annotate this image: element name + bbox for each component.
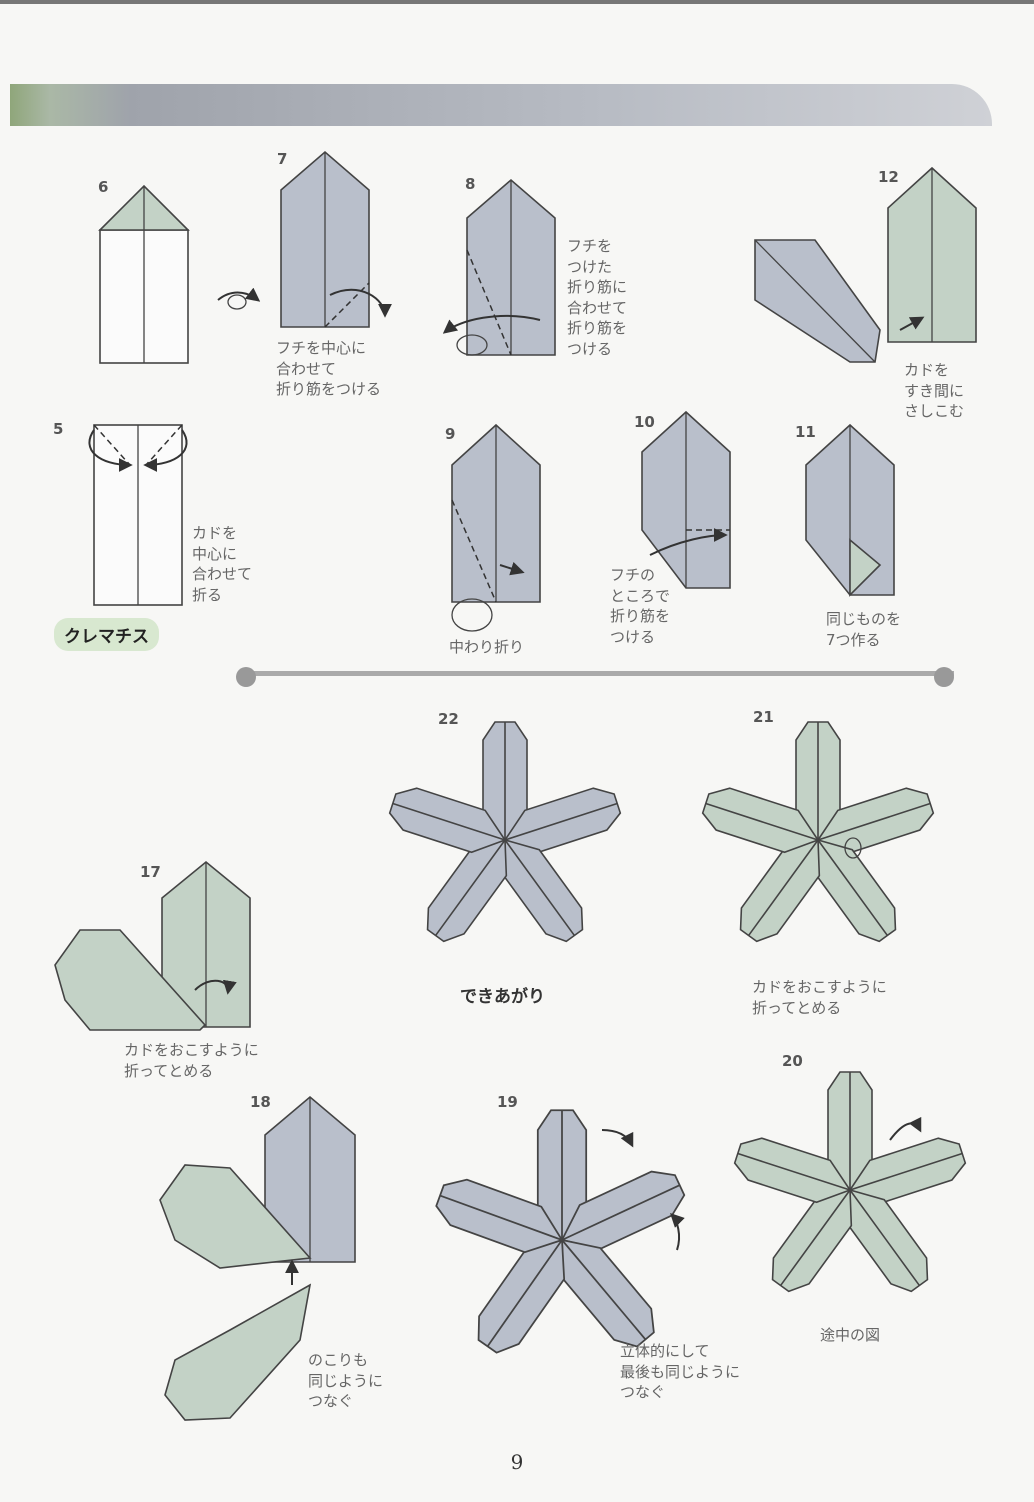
flower19-figure bbox=[432, 1110, 690, 1360]
step-number: 20 bbox=[782, 1052, 803, 1070]
step-number: 8 bbox=[465, 175, 475, 193]
step17-figure bbox=[55, 862, 250, 1030]
section-divider bbox=[238, 671, 954, 676]
instruction-note: 中わり折り bbox=[449, 637, 524, 658]
instruction-note: のこりも 同じように つなぐ bbox=[308, 1350, 383, 1412]
step-number: 19 bbox=[497, 1093, 518, 1111]
step7-figure bbox=[281, 152, 385, 327]
step5-figure bbox=[89, 425, 186, 605]
instruction-note: 途中の図 bbox=[820, 1325, 880, 1346]
section-tag: クレマチス bbox=[54, 618, 159, 651]
step8-figure bbox=[445, 180, 555, 355]
step-number: 7 bbox=[277, 150, 287, 168]
step-number: 18 bbox=[250, 1093, 271, 1111]
instruction-note: フチの ところで 折り筋を つける bbox=[610, 565, 670, 647]
step-number: 12 bbox=[878, 168, 899, 186]
instruction-note: カドを 中心に 合わせて 折る bbox=[192, 523, 252, 605]
instruction-note: フチを つけた 折り筋に 合わせて 折り筋を つける bbox=[567, 236, 627, 359]
divider-dot-left bbox=[236, 667, 256, 687]
step-number: 11 bbox=[795, 423, 816, 441]
finished-label: できあがり bbox=[460, 982, 545, 1007]
instruction-note: 立体的にして 最後も同じように つなぐ bbox=[620, 1341, 740, 1403]
step10-figure bbox=[642, 412, 730, 588]
instruction-note: 同じものを 7つ作る bbox=[826, 609, 901, 650]
step-number: 5 bbox=[53, 420, 63, 438]
divider-dot-right bbox=[934, 667, 954, 687]
instruction-note: カドをおこすように 折ってとめる bbox=[124, 1040, 259, 1081]
step9-figure bbox=[452, 425, 540, 631]
step-number: 9 bbox=[445, 425, 455, 443]
flower21-figure bbox=[699, 722, 937, 948]
step12-figure bbox=[755, 168, 976, 362]
instruction-note: カドをおこすように 折ってとめる bbox=[752, 977, 887, 1018]
instruction-note: カドを すき間に さしこむ bbox=[904, 360, 964, 422]
step6-figure bbox=[100, 186, 258, 363]
page-number: 9 bbox=[0, 1450, 1034, 1474]
step-number: 21 bbox=[753, 708, 774, 726]
instruction-note: フチを中心に 合わせて 折り筋をつける bbox=[276, 338, 381, 400]
step-number: 22 bbox=[438, 710, 459, 728]
flower20-figure bbox=[731, 1072, 969, 1298]
step-number: 6 bbox=[98, 178, 108, 196]
step-number: 10 bbox=[634, 413, 655, 431]
flower22-figure bbox=[386, 722, 624, 948]
step11-figure bbox=[806, 425, 894, 595]
step-number: 17 bbox=[140, 863, 161, 881]
